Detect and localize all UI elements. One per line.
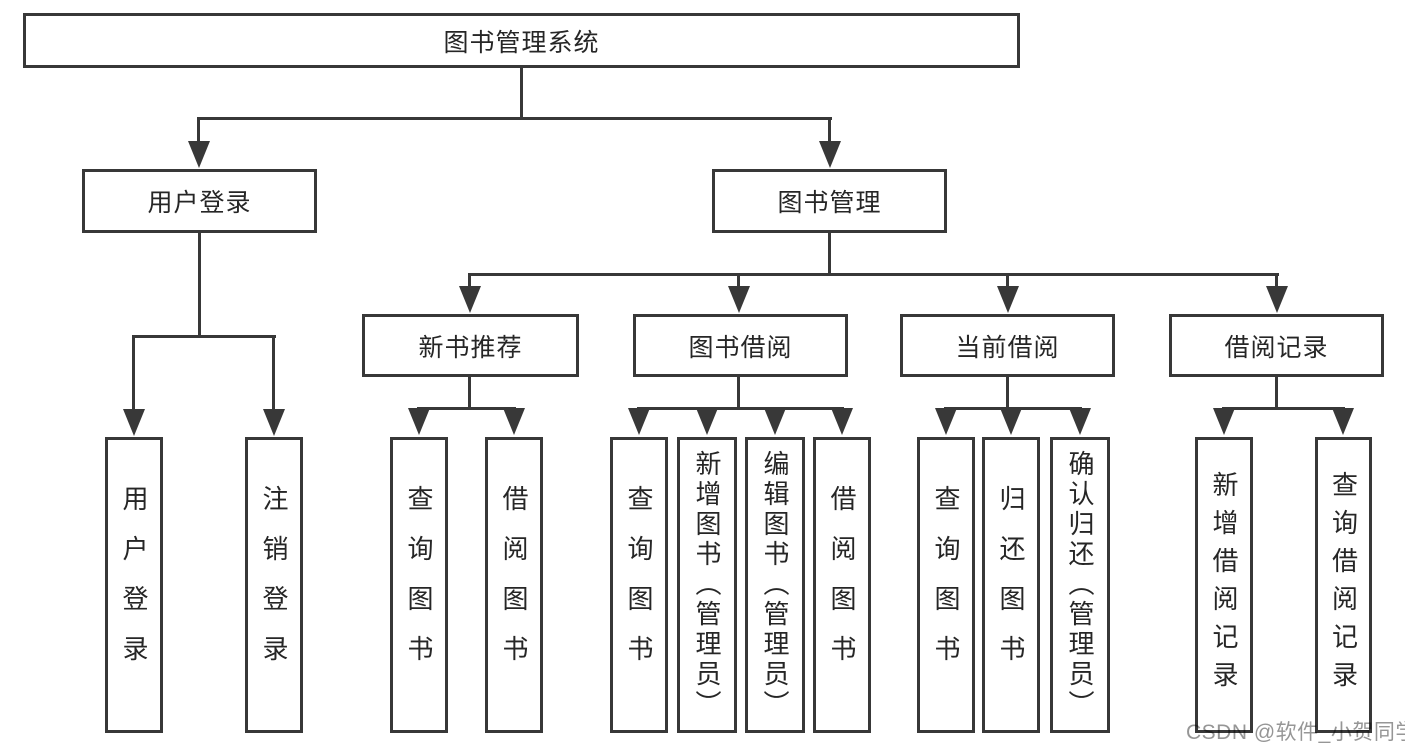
- arrow-down-icon: [1069, 408, 1091, 435]
- leaf-label: 用户登录: [119, 485, 149, 685]
- leaf-return-book: 归还图书: [982, 437, 1040, 733]
- arrow-down-icon: [263, 409, 285, 436]
- leaf-label: 新增借阅记录: [1209, 471, 1239, 699]
- arrow-down-icon: [1332, 408, 1354, 435]
- arrow-down-icon: [628, 408, 650, 435]
- leaf-add-borrow-record: 新增借阅记录: [1195, 437, 1253, 733]
- leaf-label: 查询图书: [931, 485, 961, 685]
- leaf-label: 编辑图书（管理员）: [760, 450, 790, 720]
- connector-line: [197, 117, 200, 143]
- leaf-label: 归还图书: [996, 485, 1026, 685]
- leaf-label: 确认归还（管理员）: [1065, 450, 1095, 720]
- connector-line: [1006, 377, 1009, 407]
- node-new-book-recommend: 新书推荐: [362, 314, 579, 377]
- connector-line: [828, 233, 831, 273]
- node-label: 新书推荐: [418, 333, 523, 362]
- leaf-label: 借阅图书: [499, 485, 529, 685]
- connector-line: [1275, 273, 1278, 287]
- arrow-down-icon: [1213, 408, 1235, 435]
- node-current-borrowing: 当前借阅: [900, 314, 1115, 377]
- connector-line: [737, 377, 740, 407]
- leaf-edit-book-admin: 编辑图书（管理员）: [745, 437, 805, 733]
- leaf-current-query-book: 查询图书: [917, 437, 975, 733]
- leaf-label: 借阅图书: [827, 485, 857, 685]
- connector-line: [198, 233, 201, 335]
- connector-line: [468, 273, 1279, 276]
- arrow-down-icon: [1000, 408, 1022, 435]
- arrow-down-icon: [997, 286, 1019, 313]
- node-label: 图书管理系统: [443, 28, 600, 57]
- connector-line: [828, 117, 831, 143]
- connector-line: [520, 68, 523, 117]
- connector-line: [197, 117, 832, 120]
- leaf-label: 注销登录: [259, 485, 289, 685]
- connector-line: [1006, 273, 1009, 287]
- connector-line: [1275, 377, 1278, 407]
- arrow-down-icon: [819, 141, 841, 168]
- leaf-confirm-return-admin: 确认归还（管理员）: [1050, 437, 1110, 733]
- connector-line: [468, 273, 471, 287]
- node-user-login: 用户登录: [82, 169, 317, 233]
- node-borrowing-records: 借阅记录: [1169, 314, 1384, 377]
- leaf-add-book-admin: 新增图书（管理员）: [677, 437, 737, 733]
- leaf-recommend-borrow-book: 借阅图书: [485, 437, 543, 733]
- connector-line: [1222, 407, 1345, 410]
- leaf-logout: 注销登录: [245, 437, 303, 733]
- node-label: 当前借阅: [955, 333, 1060, 362]
- leaf-recommend-query-book: 查询图书: [390, 437, 448, 733]
- connector-line: [132, 335, 135, 411]
- arrow-down-icon: [123, 409, 145, 436]
- arrow-down-icon: [935, 408, 957, 435]
- node-book-management: 图书管理: [712, 169, 947, 233]
- leaf-query-borrow-record: 查询借阅记录: [1315, 437, 1372, 733]
- node-label: 图书管理: [777, 189, 882, 217]
- leaf-borrowing-query-book: 查询图书: [610, 437, 668, 733]
- connector-line: [132, 335, 276, 338]
- arrow-down-icon: [188, 141, 210, 168]
- arrow-down-icon: [831, 408, 853, 435]
- arrow-down-icon: [459, 286, 481, 313]
- arrow-down-icon: [503, 408, 525, 435]
- leaf-label: 查询借阅记录: [1328, 471, 1359, 699]
- leaf-label: 查询图书: [624, 485, 654, 685]
- node-label: 用户登录: [147, 189, 252, 217]
- leaf-user-login: 用户登录: [105, 437, 163, 733]
- node-book-borrowing: 图书借阅: [633, 314, 848, 377]
- leaf-label: 新增图书（管理员）: [692, 450, 722, 720]
- connector-line: [637, 407, 844, 410]
- arrow-down-icon: [1266, 286, 1288, 313]
- arrow-down-icon: [696, 408, 718, 435]
- arrow-down-icon: [764, 408, 786, 435]
- arrow-down-icon: [408, 408, 430, 435]
- leaf-borrowing-borrow-book: 借阅图书: [813, 437, 871, 733]
- node-label: 借阅记录: [1224, 333, 1329, 362]
- node-label: 图书借阅: [688, 333, 793, 362]
- connector-line: [272, 335, 275, 411]
- node-book-management-system: 图书管理系统: [23, 13, 1020, 68]
- csdn-watermark: CSDN @软件_小贺同学: [1186, 721, 1405, 744]
- arrow-down-icon: [728, 286, 750, 313]
- connector-line: [737, 273, 740, 287]
- connector-line: [417, 407, 516, 410]
- connector-line: [468, 377, 471, 407]
- leaf-label: 查询图书: [404, 485, 434, 685]
